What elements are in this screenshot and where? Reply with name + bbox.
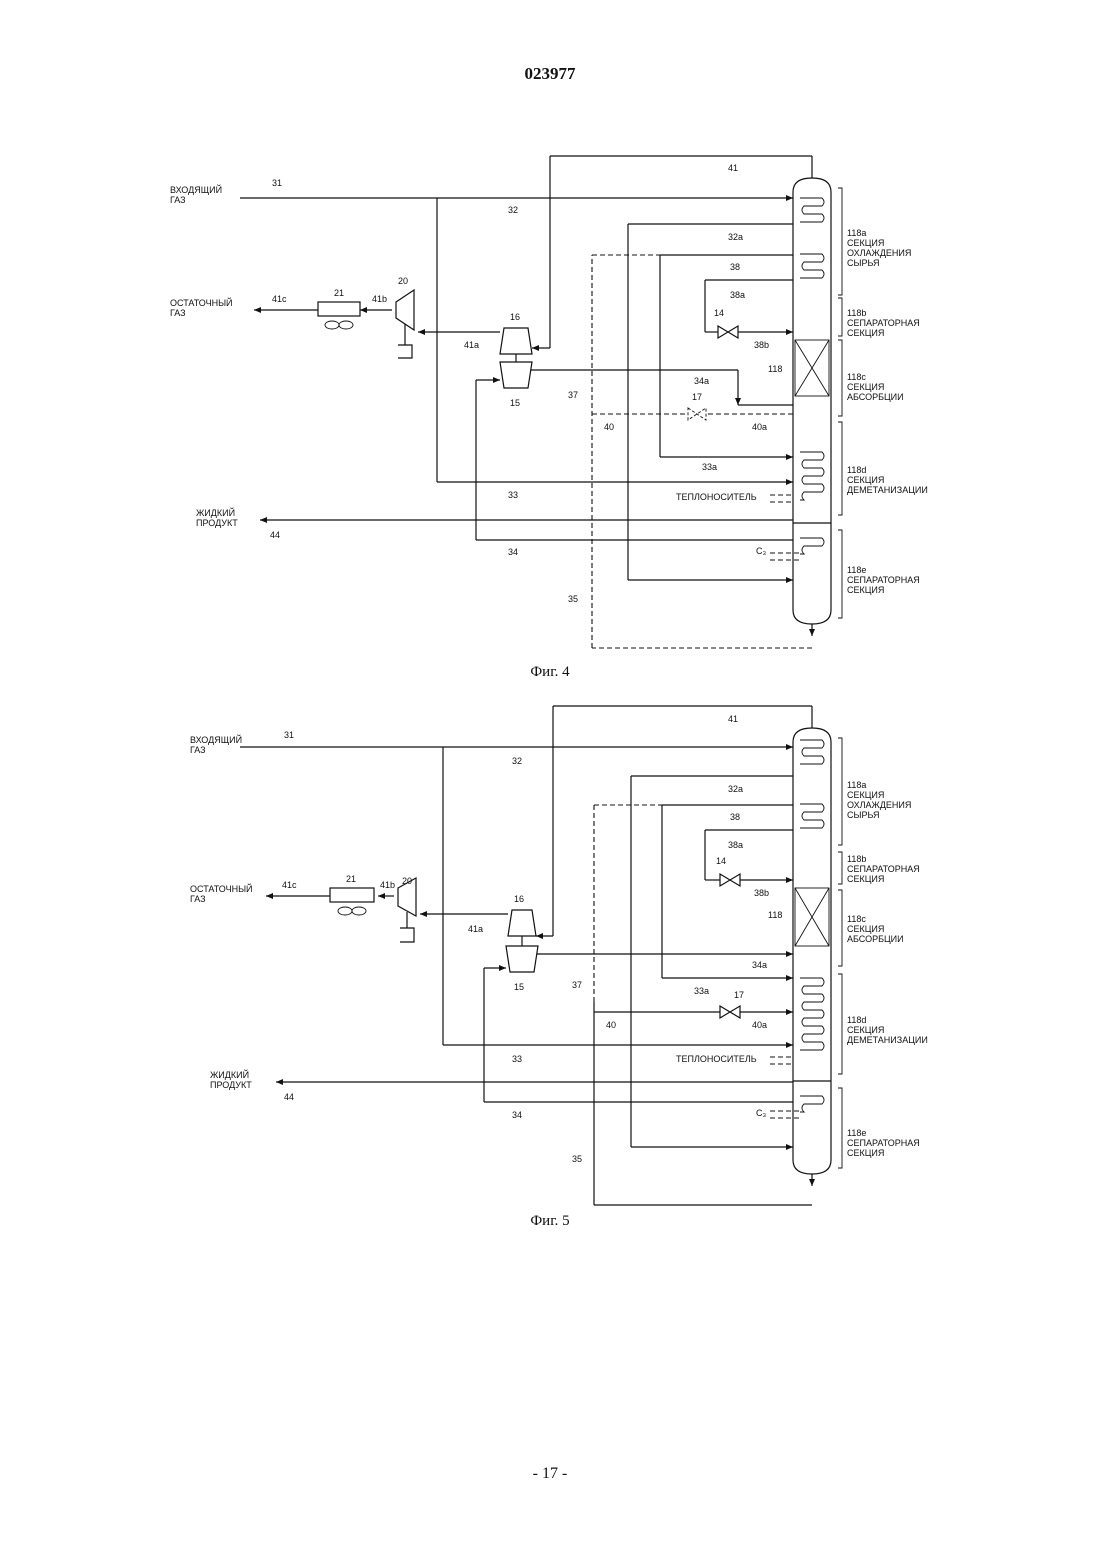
svg-text:ЖИДКИЙПРОДУКТ: ЖИДКИЙПРОДУКТ xyxy=(210,1069,252,1090)
valve-14 xyxy=(720,874,740,886)
svg-text:32: 32 xyxy=(512,756,522,766)
svg-text:ОСТАТОЧНЫЙГАЗ: ОСТАТОЧНЫЙГАЗ xyxy=(190,883,253,904)
svg-text:C₃: C₃ xyxy=(756,1108,766,1118)
svg-text:118dСЕКЦИЯДЕМЕТАНИЗАЦИИ: 118dСЕКЦИЯДЕМЕТАНИЗАЦИИ xyxy=(847,465,928,495)
svg-text:38a: 38a xyxy=(728,840,743,850)
svg-text:118eСЕПАРАТОРНАЯСЕКЦИЯ: 118eСЕПАРАТОРНАЯСЕКЦИЯ xyxy=(847,1128,920,1158)
svg-text:33: 33 xyxy=(512,1054,522,1064)
svg-text:41a: 41a xyxy=(468,924,483,934)
figure-caption: Фиг. 4 xyxy=(530,664,570,680)
svg-text:37: 37 xyxy=(572,980,582,990)
dashed-lines xyxy=(592,255,812,648)
compressor-20 xyxy=(398,878,416,942)
svg-text:C₃: C₃ xyxy=(756,546,766,556)
svg-text:35: 35 xyxy=(568,594,578,604)
svg-text:118bСЕПАРАТОРНАЯСЕКЦИЯ: 118bСЕПАРАТОРНАЯСЕКЦИЯ xyxy=(847,308,920,338)
section-brackets xyxy=(838,188,842,618)
svg-text:31: 31 xyxy=(272,178,282,188)
valve-17 xyxy=(688,408,706,420)
expander-compressor-15-16 xyxy=(500,328,532,388)
svg-text:118aСЕКЦИЯОХЛАЖДЕНИЯСЫРЬЯ: 118aСЕКЦИЯОХЛАЖДЕНИЯСЫРЬЯ xyxy=(847,228,911,268)
svg-text:14: 14 xyxy=(714,308,724,318)
svg-text:38a: 38a xyxy=(730,290,745,300)
svg-text:118cСЕКЦИЯАБСОРБЦИИ: 118cСЕКЦИЯАБСОРБЦИИ xyxy=(847,914,904,944)
svg-text:118bСЕПАРАТОРНАЯСЕКЦИЯ: 118bСЕПАРАТОРНАЯСЕКЦИЯ xyxy=(847,854,920,884)
svg-text:ЖИДКИЙПРОДУКТ: ЖИДКИЙПРОДУКТ xyxy=(196,507,238,528)
svg-text:16: 16 xyxy=(510,312,520,322)
svg-text:35: 35 xyxy=(572,1154,582,1164)
svg-text:38: 38 xyxy=(730,262,740,272)
svg-text:33: 33 xyxy=(508,490,518,500)
svg-text:41: 41 xyxy=(728,714,738,724)
svg-text:40a: 40a xyxy=(752,422,767,432)
svg-text:ВХОДЯЩИЙГАЗ: ВХОДЯЩИЙГАЗ xyxy=(190,734,242,755)
svg-text:41b: 41b xyxy=(372,294,387,304)
cooler-21 xyxy=(318,302,360,329)
section-brackets xyxy=(838,738,842,1168)
svg-text:40: 40 xyxy=(606,1020,616,1030)
svg-text:31: 31 xyxy=(284,730,294,740)
svg-text:32a: 32a xyxy=(728,784,743,794)
document-number: 023977 xyxy=(0,64,1100,84)
svg-text:ТЕПЛОНОСИТЕЛЬ: ТЕПЛОНОСИТЕЛЬ xyxy=(676,1054,757,1064)
svg-text:118: 118 xyxy=(768,364,782,374)
svg-text:17: 17 xyxy=(692,392,702,402)
svg-text:34: 34 xyxy=(512,1110,522,1120)
svg-text:118: 118 xyxy=(768,910,782,920)
svg-text:41c: 41c xyxy=(272,294,287,304)
svg-text:21: 21 xyxy=(346,874,356,884)
figure-caption: Фиг. 5 xyxy=(530,1213,569,1229)
page-number: - 17 - xyxy=(0,1465,1100,1483)
svg-text:34: 34 xyxy=(508,547,518,557)
svg-text:37: 37 xyxy=(568,390,578,400)
svg-text:20: 20 xyxy=(398,276,408,286)
dashed-lines xyxy=(594,805,800,1118)
svg-text:118aСЕКЦИЯОХЛАЖДЕНИЯСЫРЬЯ: 118aСЕКЦИЯОХЛАЖДЕНИЯСЫРЬЯ xyxy=(847,780,911,820)
svg-text:17: 17 xyxy=(734,990,744,1000)
svg-text:34a: 34a xyxy=(694,376,709,386)
svg-text:118eСЕПАРАТОРНАЯСЕКЦИЯ: 118eСЕПАРАТОРНАЯСЕКЦИЯ xyxy=(847,565,920,595)
svg-text:41c: 41c xyxy=(282,880,297,890)
column-118 xyxy=(793,706,831,1186)
svg-text:21: 21 xyxy=(334,288,344,298)
valve-14 xyxy=(718,326,738,338)
svg-text:34a: 34a xyxy=(752,960,767,970)
figure-5-diagram: ВХОДЯЩИЙГАЗ ОСТАТОЧНЫЙГАЗ ЖИДКИЙПРОДУКТ … xyxy=(0,690,1100,1235)
svg-text:44: 44 xyxy=(284,1092,294,1102)
svg-text:15: 15 xyxy=(510,398,520,408)
column-118 xyxy=(793,156,831,636)
expander-compressor-15-16 xyxy=(506,910,538,972)
svg-text:33a: 33a xyxy=(702,462,717,472)
svg-text:41: 41 xyxy=(728,163,738,173)
svg-text:118dСЕКЦИЯДЕМЕТАНИЗАЦИИ: 118dСЕКЦИЯДЕМЕТАНИЗАЦИИ xyxy=(847,1015,928,1045)
compressor-20 xyxy=(396,290,414,358)
svg-text:40a: 40a xyxy=(752,1020,767,1030)
svg-text:32: 32 xyxy=(508,205,518,215)
svg-text:44: 44 xyxy=(270,530,280,540)
svg-text:40: 40 xyxy=(604,422,614,432)
svg-text:ТЕПЛОНОСИТЕЛЬ: ТЕПЛОНОСИТЕЛЬ xyxy=(676,492,757,502)
svg-text:38b: 38b xyxy=(754,340,769,350)
svg-text:ВХОДЯЩИЙГАЗ: ВХОДЯЩИЙГАЗ xyxy=(170,184,222,205)
svg-text:16: 16 xyxy=(514,894,524,904)
svg-text:15: 15 xyxy=(514,982,524,992)
svg-text:38: 38 xyxy=(730,812,740,822)
svg-text:41a: 41a xyxy=(464,340,479,350)
cooler-21 xyxy=(330,888,374,915)
svg-text:118cСЕКЦИЯАБСОРБЦИИ: 118cСЕКЦИЯАБСОРБЦИИ xyxy=(847,372,904,402)
svg-text:33a: 33a xyxy=(694,986,709,996)
figure-4-diagram: ВХОДЯЩИЙГАЗ ОСТАТОЧНЫЙГАЗ ЖИДКИЙПРОДУКТ … xyxy=(0,140,1100,685)
svg-text:20: 20 xyxy=(402,876,412,886)
svg-text:ОСТАТОЧНЫЙГАЗ: ОСТАТОЧНЫЙГАЗ xyxy=(170,297,233,318)
svg-text:32a: 32a xyxy=(728,232,743,242)
valve-17 xyxy=(720,1006,740,1018)
svg-text:38b: 38b xyxy=(754,888,769,898)
svg-text:41b: 41b xyxy=(380,880,395,890)
svg-text:14: 14 xyxy=(716,856,726,866)
